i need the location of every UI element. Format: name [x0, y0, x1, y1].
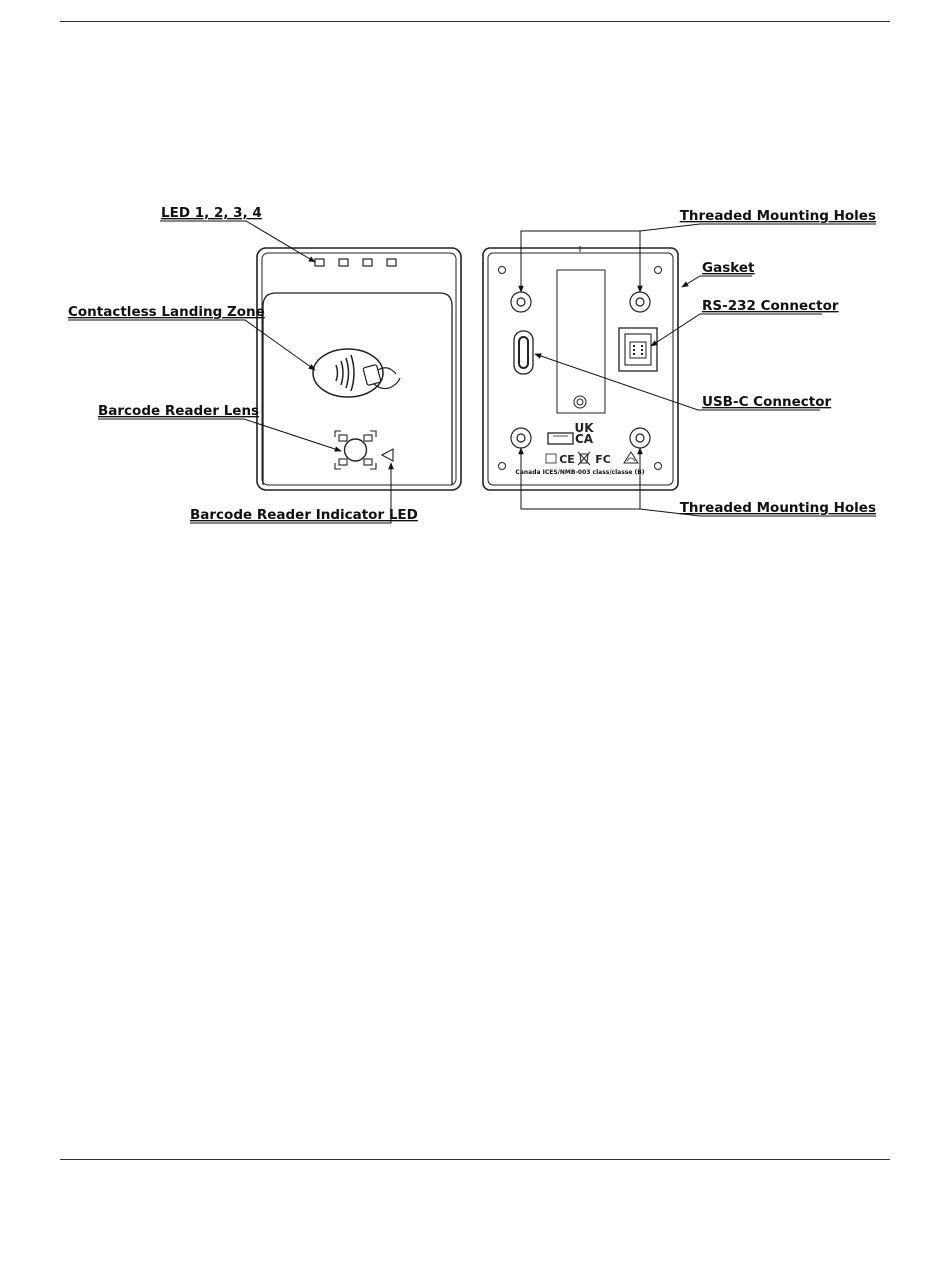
compliance-text: Canada ICES/NMB-003 class/classe (B) [515, 469, 644, 476]
rs232-pins [633, 345, 643, 355]
barcode-lens [345, 439, 367, 461]
corner-hole [499, 463, 506, 470]
barcode-indicator-led [382, 449, 393, 461]
weee-bin-icon [578, 452, 590, 465]
led-2 [339, 259, 348, 266]
rcm-icon [624, 452, 638, 463]
front-housing-inner [262, 253, 456, 485]
mounting-hole-top-right [630, 292, 650, 312]
label-usbc: USB-C Connector [702, 394, 831, 410]
led-4 [387, 259, 396, 266]
led-indicators [315, 259, 396, 266]
mounting-hole-top-left [511, 292, 531, 312]
contactless-icon [336, 355, 354, 391]
ukca-mark-bottom: CA [575, 432, 594, 446]
label-barcode-lens: Barcode Reader Lens [98, 403, 259, 419]
weee-box-icon [546, 454, 556, 463]
front-view [257, 248, 461, 490]
mounting-hole-bottom-left [511, 428, 531, 448]
rs232-leader [651, 314, 822, 346]
label-panel [557, 270, 605, 413]
label-contactless: Contactless Landing Zone [68, 304, 265, 320]
usb-c-socket [519, 337, 528, 368]
led-leader [160, 221, 315, 262]
contactless-panel [263, 293, 452, 485]
label-gasket: Gasket [702, 260, 755, 276]
fcc-mark: FC [595, 453, 611, 466]
rear-view [483, 246, 678, 490]
label-rs232: RS-232 Connector [702, 298, 839, 314]
corner-hole [655, 267, 662, 274]
led-1 [315, 259, 324, 266]
front-housing-outer [257, 248, 461, 490]
serial-label-box [548, 433, 573, 444]
barcode-reader-window [335, 431, 376, 469]
label-holes-bottom: Threaded Mounting Holes [680, 500, 876, 516]
led-3 [363, 259, 372, 266]
barcode-lens-leader [98, 419, 341, 451]
gasket-leader [682, 276, 752, 287]
label-holes-top: Threaded Mounting Holes [680, 208, 876, 224]
label-led: LED 1, 2, 3, 4 [161, 205, 262, 221]
corner-hole [499, 267, 506, 274]
hand-card-icon [363, 364, 400, 388]
screw [574, 396, 586, 408]
mounting-hole-bottom-right [630, 428, 650, 448]
holes-top-leader-left [521, 224, 876, 292]
label-barcode-led: Barcode Reader Indicator LED [190, 507, 418, 523]
ce-mark: CE [559, 453, 575, 466]
contactless-leader [68, 320, 315, 370]
corner-hole [655, 463, 662, 470]
gasket-edge [488, 253, 673, 485]
